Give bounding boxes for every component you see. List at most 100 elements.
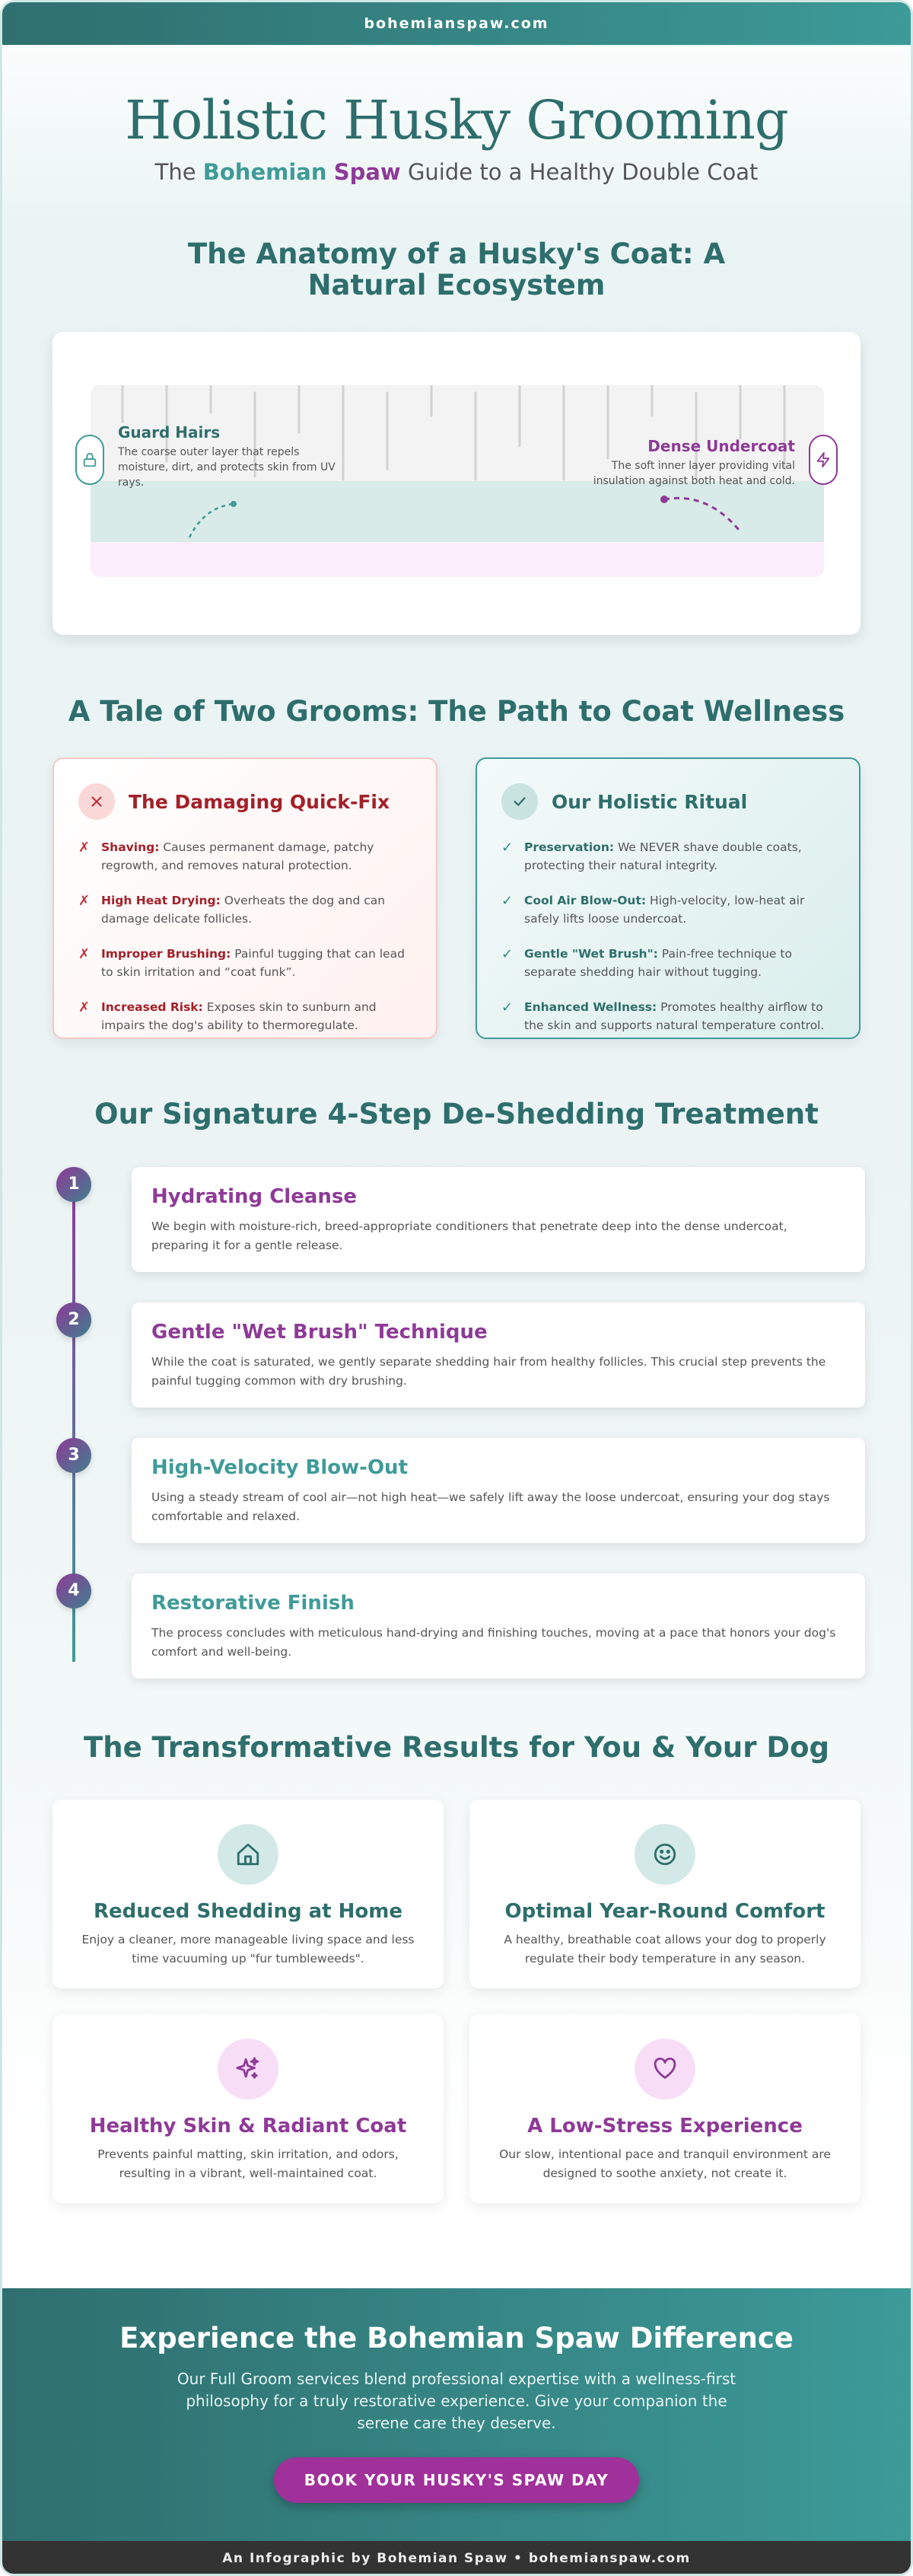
step-number-badge: 3 [56,1437,91,1473]
anatomy-card: Guard Hairs The coarse outer layer that … [52,331,861,635]
subtitle-post: Guide to a Healthy Double Coat [400,159,759,185]
list-item: ✓Cool Air Blow-Out: High-velocity, low-h… [501,891,835,928]
step-title: Restorative Finish [151,1591,355,1615]
result-text: Enjoy a cleaner, more manageable living … [81,1933,415,1965]
lock-icon [75,434,104,485]
step-card: Hydrating Cleanse We begin with moisture… [132,1166,865,1272]
holistic-ritual-card: Our Holistic Ritual ✓Preservation: We NE… [476,757,861,1040]
check-mark-icon: ✓ [501,893,514,910]
step-title: Gentle "Wet Brush" Technique [151,1320,488,1344]
cross-mark-icon: ✗ [78,999,91,1016]
step-title: Hydrating Cleanse [151,1184,357,1208]
holistic-ritual-header: Our Holistic Ritual [501,783,835,821]
undercoat-title: Dense Undercoat [647,436,795,455]
heart-icon [635,2039,695,2100]
undercoat-annotation: Dense Undercoat The soft inner layer pro… [559,437,795,489]
step-number-badge: 4 [56,1573,91,1608]
point-term: Enhanced Wellness: [524,1000,657,1015]
timeline-line [72,1174,75,1662]
result-title: Reduced Shedding at Home [93,1900,403,1924]
check-mark-icon: ✓ [501,999,514,1016]
point-text: Promotes healthy airflow to the skin and… [524,1000,825,1033]
undercoat-text: The soft inner layer providing vital ins… [593,459,795,488]
coat-layers-illustration [91,384,824,577]
compare-section-title: A Tale of Two Grooms: The Path to Coat W… [68,694,845,728]
result-card-shedding: Reduced Shedding at Home Enjoy a cleaner… [52,1800,444,1989]
point-term: Shaving: [101,840,160,855]
subtitle-pre: The [154,159,203,185]
results-grid: Reduced Shedding at Home Enjoy a cleaner… [52,1800,861,2204]
result-card-low-stress: A Low-Stress Experience Our slow, intent… [469,2014,861,2204]
step-title: High-Velocity Blow-Out [151,1455,408,1479]
cta-text: Our Full Groom services blend profession… [177,2370,736,2432]
result-card-skin: Healthy Skin & Radiant Coat Prevents pai… [52,2014,444,2204]
holistic-ritual-title: Our Holistic Ritual [552,790,748,813]
step-text: While the coat is saturated, we gently s… [151,1354,826,1388]
check-mark-icon: ✓ [501,946,514,963]
result-title: Healthy Skin & Radiant Coat [89,2115,407,2138]
cross-mark-icon: ✗ [78,840,91,856]
check-icon [501,783,538,821]
steps-timeline: 1 Hydrating Cleanse We begin with moistu… [52,1166,865,1685]
step-card: Restorative Finish The process concludes… [132,1573,865,1679]
result-text: Prevents painful matting, skin irritatio… [97,2147,399,2180]
results-section-title: The Transformative Results for You & You… [83,1730,829,1764]
check-mark-icon: ✓ [501,840,514,856]
anatomy-section-title: The Anatomy of a Husky's Coat: A Natural… [187,238,726,302]
list-item: ✗ Increased Risk: Exposes skin to sunburn… [78,998,412,1035]
holistic-ritual-list: ✓Preservation: We NEVER shave double coa… [501,838,835,1035]
point-term: High Heat Drying: [101,894,221,908]
site-domain[interactable]: bohemianspaw.com [364,15,549,32]
list-item: ✗Improper Brushing: Painful tugging that… [78,945,412,981]
guard-hairs-annotation: Guard Hairs The coarse outer layer that … [118,423,346,491]
list-item: ✓ Enhanced Wellness: Promotes healthy air… [501,998,835,1035]
quick-fix-card: The Damaging Quick-Fix ✗ Shaving: Causes … [52,757,437,1040]
x-icon [78,783,115,821]
step-1: 1 Hydrating Cleanse We begin with moistu… [52,1166,865,1274]
point-text: Painful tugging that can lead to skin ir… [101,947,405,980]
step-2: 2 Gentle "Wet Brush" Technique While the… [52,1302,865,1409]
list-item: ✗High Heat Drying: Overheats the dog and… [78,891,412,928]
compare-row: The Damaging Quick-Fix ✗ Shaving: Causes … [52,757,861,1040]
home-icon [218,1824,278,1886]
step-card: High-Velocity Blow-Out Using a steady st… [132,1437,865,1543]
step-text: Using a steady stream of cool air—not hi… [151,1490,830,1523]
step-number-badge: 1 [56,1166,91,1202]
point-term: Preservation: [524,840,615,855]
subtitle-brand-bohemian: Bohemian [202,159,327,185]
result-card-comfort: Optimal Year-Round Comfort A healthy, br… [469,1800,861,1989]
result-title: Optimal Year-Round Comfort [504,1900,826,1924]
list-item: ✓Preservation: We NEVER shave double coa… [501,838,835,875]
lightning-icon [809,434,838,485]
quick-fix-title: The Damaging Quick-Fix [129,790,390,813]
step-text: We begin with moisture-rich, breed-appro… [151,1219,787,1252]
point-text: Causes permanent damage, patchy regrowth… [101,840,374,873]
point-term: Gentle "Wet Brush": [524,947,658,961]
result-text: Our slow, intentional pace and tranquil … [499,2147,831,2180]
footer: An Infographic by Bohemian Spaw • bohemi… [2,2541,911,2574]
step-number-badge: 2 [56,1302,91,1337]
smile-icon [635,1824,695,1886]
list-item: ✓ Gentle "Wet Brush": Pain-free technique… [501,945,835,981]
book-spaw-day-button[interactable]: BOOK YOUR HUSKY'S SPAW DAY [273,2457,640,2503]
steps-section-title: Our Signature 4-Step De-Shedding Treatme… [94,1098,819,1131]
list-item: ✗ Shaving: Causes permanent damage, patch… [78,838,412,875]
guard-hairs-title: Guard Hairs [118,422,221,442]
hero: Holistic Husky Grooming The Bohemian Spa… [2,45,911,185]
point-text: Exposes skin to sunburn and impairs the … [101,1000,377,1033]
quick-fix-header: The Damaging Quick-Fix [78,783,412,821]
guard-hairs-text: The coarse outer layer that repels moist… [118,445,336,489]
point-text: Pain-free technique to separate shedding… [524,947,792,980]
cta-title: Experience the Bohemian Spaw Difference [119,2322,794,2354]
subtitle-brand-spaw: Spaw [333,159,401,185]
cta-section: Experience the Bohemian Spaw Difference … [2,2288,911,2541]
footer-text: An Infographic by Bohemian Spaw • bohemi… [222,2551,691,2566]
quick-fix-list: ✗ Shaving: Causes permanent damage, patch… [78,838,412,1035]
point-term: Increased Risk: [101,1000,203,1015]
point-term: Cool Air Blow-Out: [524,894,647,908]
sparkle-icon [218,2039,278,2100]
cross-mark-icon: ✗ [78,893,91,910]
point-term: Improper Brushing: [101,947,231,961]
top-bar: bohemianspaw.com [2,2,911,45]
coat-diagram [91,384,824,577]
